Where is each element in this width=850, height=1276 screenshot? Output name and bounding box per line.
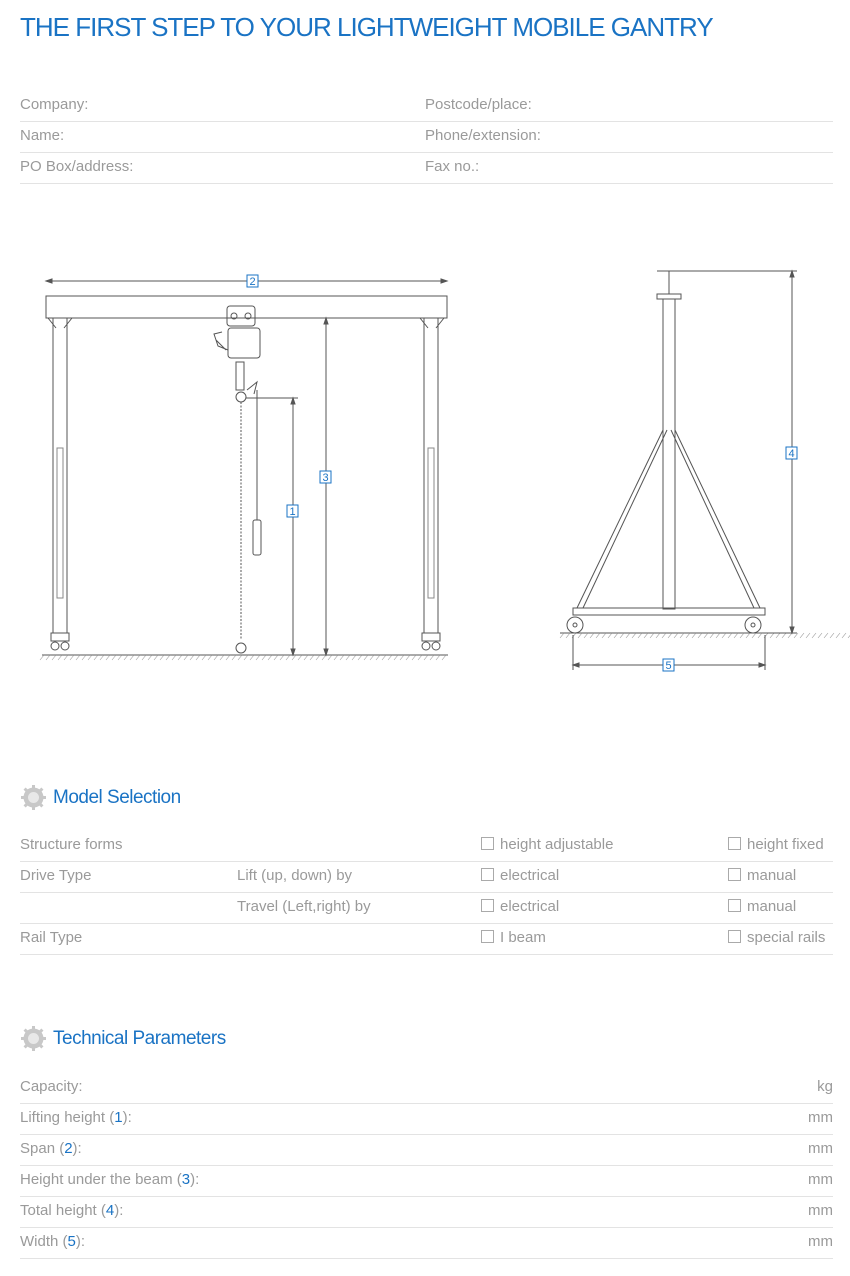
- dimension-ref: 2: [64, 1140, 73, 1157]
- model-row: Drive Type Lift (up, down) by electrical ma…: [20, 861, 833, 893]
- model-row-label: Drive Type: [20, 867, 92, 884]
- option2-checkbox[interactable]: manual: [728, 867, 796, 884]
- option2-checkbox[interactable]: manual: [728, 898, 796, 915]
- checkbox-icon[interactable]: [481, 930, 494, 943]
- checkbox-icon[interactable]: [728, 868, 741, 881]
- parameter-unit: mm: [808, 1171, 833, 1188]
- parameter-row[interactable]: Height under the beam (3): mm: [20, 1165, 833, 1197]
- parameter-row[interactable]: Span (2): mm: [20, 1134, 833, 1166]
- contact-row: Company: Postcode/place:: [20, 90, 833, 122]
- checkbox-icon[interactable]: [481, 868, 494, 881]
- gantry-drawing: 1 2 3 4 5: [39, 269, 850, 672]
- gear-icon: [21, 785, 46, 810]
- phone-field[interactable]: Phone/extension:: [425, 127, 541, 144]
- dim-label-3: 3: [322, 472, 328, 484]
- contact-row: PO Box/address: Fax no.:: [20, 152, 833, 184]
- model-row-label: Rail Type: [20, 929, 83, 946]
- checkbox-icon[interactable]: [728, 899, 741, 912]
- option1-checkbox[interactable]: height adjustable: [481, 836, 613, 853]
- parameter-row[interactable]: Total height (4): mm: [20, 1196, 833, 1228]
- dim-label-1: 1: [289, 506, 295, 518]
- name-field[interactable]: Name:: [20, 127, 65, 144]
- parameter-label: Height under the beam (3):: [20, 1171, 200, 1188]
- address-field[interactable]: PO Box/address:: [20, 158, 134, 175]
- model-row: Rail Type I beam special rails: [20, 923, 833, 955]
- company-field[interactable]: Company:: [20, 96, 89, 113]
- option1-checkbox[interactable]: I beam: [481, 929, 546, 946]
- dim-label-2: 2: [249, 276, 255, 288]
- checkbox-icon[interactable]: [481, 899, 494, 912]
- parameter-unit: kg: [817, 1078, 833, 1095]
- dim-label-5: 5: [665, 660, 671, 672]
- parameter-unit: mm: [808, 1109, 833, 1126]
- model-row-label: Structure forms: [20, 836, 123, 853]
- option2-checkbox[interactable]: special rails: [728, 929, 825, 946]
- parameter-label: Capacity:: [20, 1078, 83, 1095]
- parameter-row[interactable]: Width (5): mm: [20, 1227, 833, 1259]
- page-title: THE FIRST STEP TO YOUR LIGHTWEIGHT MOBIL…: [20, 12, 714, 42]
- parameter-row[interactable]: Lifting height (1): mm: [20, 1103, 833, 1135]
- dimension-ref: 3: [181, 1171, 191, 1188]
- checkbox-icon[interactable]: [728, 837, 741, 850]
- postcode-field[interactable]: Postcode/place:: [425, 96, 532, 113]
- parameter-label: Total height (4):: [20, 1202, 124, 1219]
- model-row-sub: Travel (Left,right) by: [237, 898, 371, 915]
- dimension-ref: 5: [67, 1233, 76, 1250]
- checkbox-icon[interactable]: [728, 930, 741, 943]
- contact-row: Name: Phone/extension:: [20, 121, 833, 153]
- model-selection-title: Model Selection: [53, 786, 181, 808]
- option2-checkbox[interactable]: height fixed: [728, 836, 824, 853]
- model-row: Structure forms height adjustable height f…: [20, 830, 833, 862]
- dimension-ref: 1: [114, 1109, 123, 1126]
- parameter-row[interactable]: Capacity: kg: [20, 1072, 833, 1104]
- model-selection-heading: Model Selection: [20, 784, 181, 811]
- parameter-unit: mm: [808, 1202, 833, 1219]
- option1-checkbox[interactable]: electrical: [481, 867, 559, 884]
- dimension-ref: 4: [105, 1202, 115, 1219]
- checkbox-icon[interactable]: [481, 837, 494, 850]
- parameter-label: Lifting height (1):: [20, 1109, 132, 1126]
- model-row: Travel (Left,right) by electrical manual: [20, 892, 833, 924]
- technical-parameters-heading: Technical Parameters: [20, 1025, 226, 1052]
- side-view: [559, 269, 850, 670]
- gear-icon: [21, 1026, 46, 1051]
- parameter-unit: mm: [808, 1233, 833, 1250]
- dimension-labels: 1 2 3 4 5: [246, 274, 798, 672]
- parameter-label: Width (5):: [20, 1233, 86, 1250]
- front-view: [39, 278, 449, 661]
- option1-checkbox[interactable]: electrical: [481, 898, 559, 915]
- technical-parameters-title: Technical Parameters: [53, 1027, 226, 1049]
- parameter-label: Span (2):: [20, 1140, 82, 1157]
- model-row-sub: Lift (up, down) by: [237, 867, 353, 884]
- fax-field[interactable]: Fax no.:: [425, 158, 480, 175]
- parameter-unit: mm: [808, 1140, 833, 1157]
- dim-label-4: 4: [788, 448, 794, 460]
